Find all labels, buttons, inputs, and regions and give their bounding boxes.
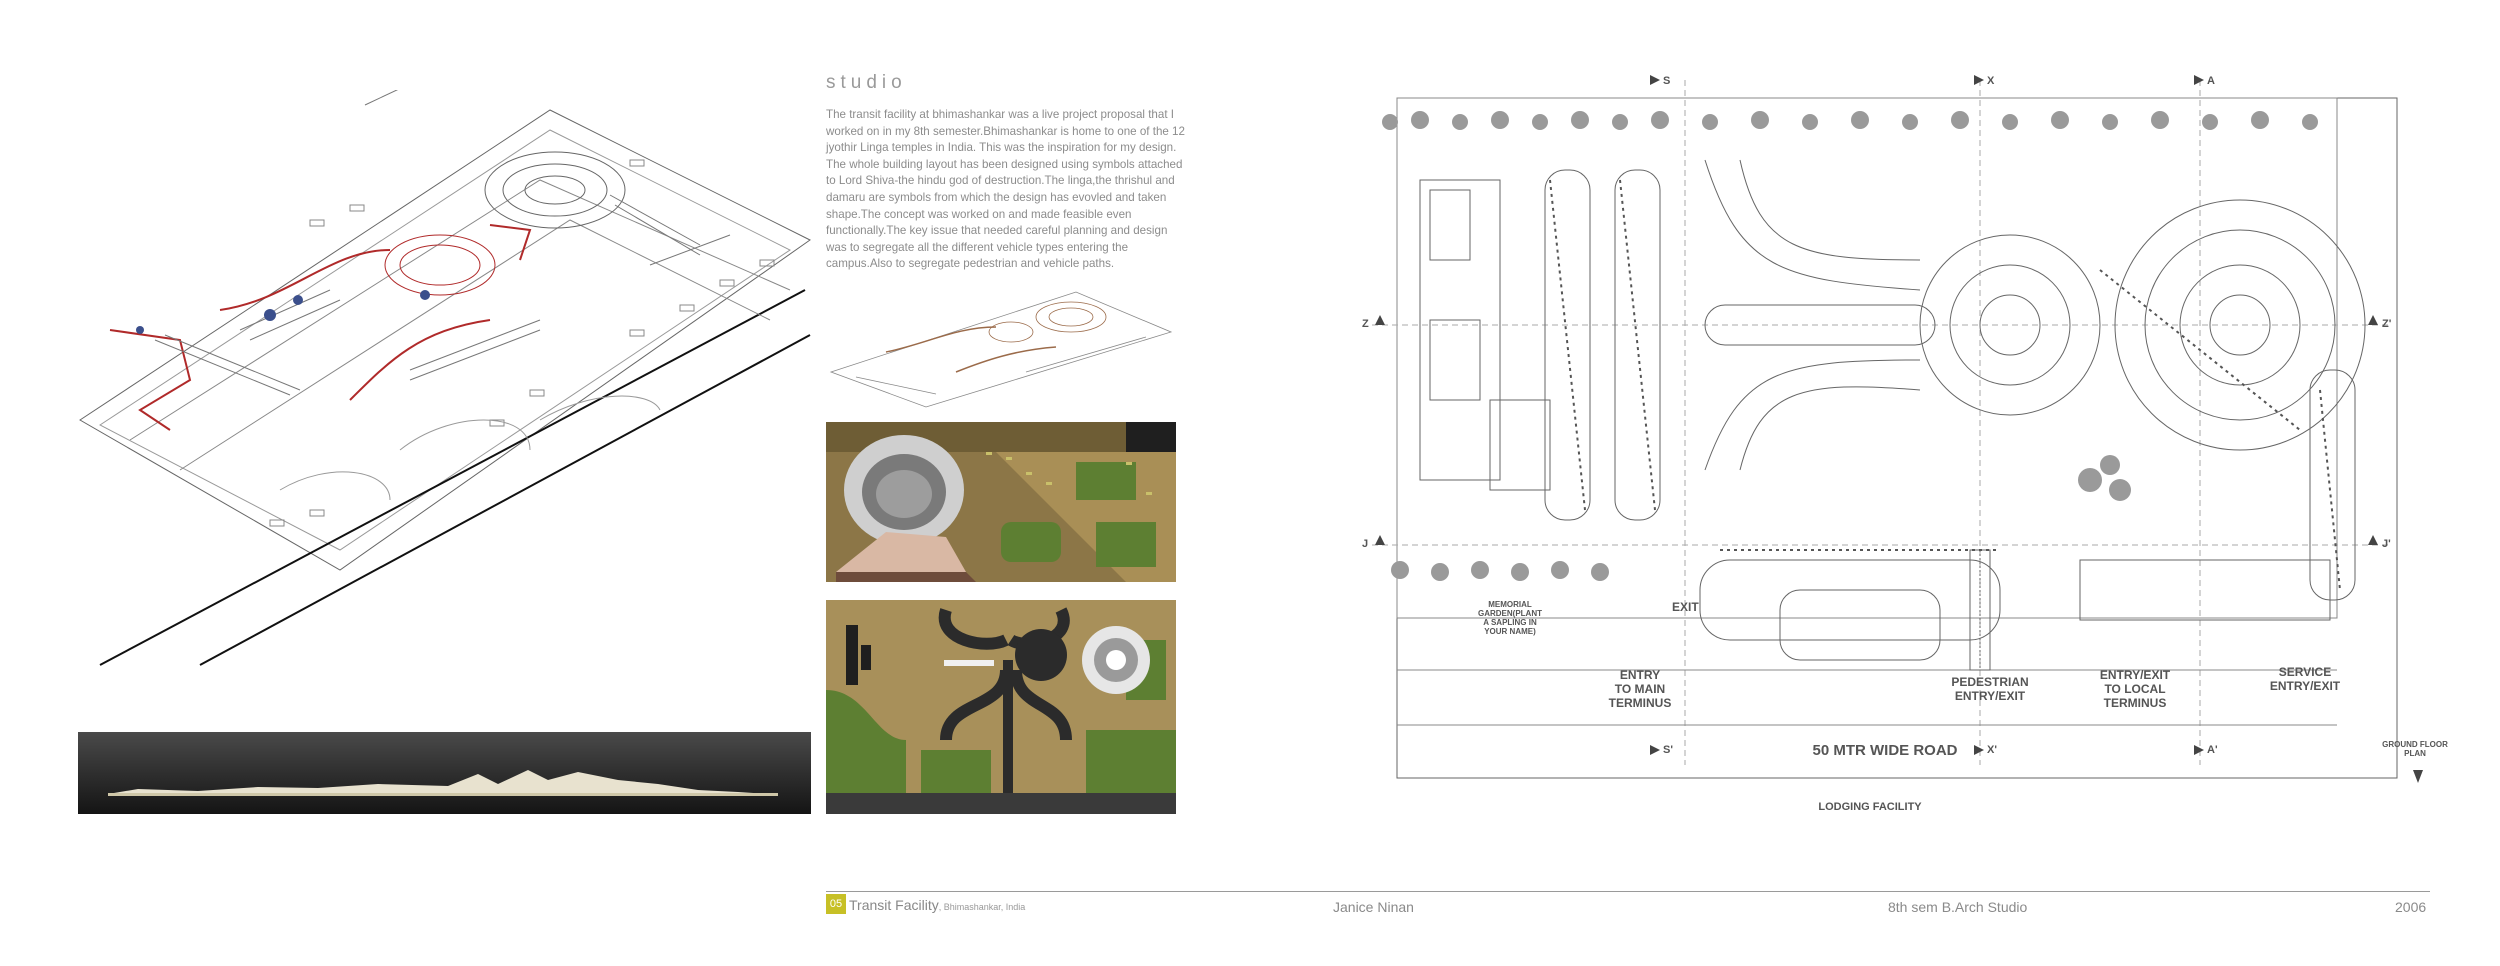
project-name: Transit Facility <box>849 897 939 913</box>
entry-main-terminus-label: ENTRY TO MAIN TERMINUS <box>1608 668 1672 710</box>
section-mark-j: J <box>1362 538 1369 550</box>
pedestrian-entry-label: PEDESTRIAN ENTRY/EXIT <box>1951 675 2029 703</box>
section-mark-s-prime: S' <box>1663 744 1673 756</box>
section-mark-j-prime: J' <box>2382 538 2391 550</box>
service-entry-label: SERVICE ENTRY/EXIT <box>2269 665 2341 693</box>
exit-label: EXIT <box>1672 600 1699 614</box>
section-mark-x-prime: X' <box>1987 744 1997 756</box>
plan-title-block: GROUND FLOOR PLAN <box>2382 740 2448 758</box>
site-elevation <box>78 732 811 814</box>
entry-local-terminus-label: ENTRY/EXIT TO LOCAL TERMINUS <box>2099 668 2171 710</box>
page-number-badge: 05 <box>826 894 846 914</box>
road-label: 50 MTR WIDE ROAD <box>1812 742 1958 759</box>
section-mark-x: X <box>1987 75 1995 87</box>
memorial-garden-label: MEMORIAL GARDEN(PLANT A SAPLING IN YOUR … <box>1478 600 1542 636</box>
footer-rule <box>826 891 2430 892</box>
studio-description: The transit facility at bhimashankar was… <box>826 108 1185 271</box>
axonometric-site-drawing <box>79 90 811 666</box>
section-mark-a: A <box>2207 75 2215 87</box>
project-location: , Bhimashankar, India <box>938 902 1026 912</box>
section-mark-z: Z <box>1362 318 1369 330</box>
concept-sketch-thumbnail <box>829 291 1173 408</box>
lodging-facility-label: LODGING FACILITY <box>1818 801 1922 813</box>
section-mark-a-prime: A' <box>2207 744 2218 756</box>
project-title: Transit Facility, Bhimashankar, India <box>849 897 1025 913</box>
3d-render-plan-view <box>826 600 1176 814</box>
year: 2006 <box>2395 899 2427 915</box>
section-mark-s: S <box>1663 75 1671 87</box>
studio-heading: studio <box>826 72 907 93</box>
course-name: 8th sem B.Arch Studio <box>1888 899 2028 915</box>
section-mark-z-prime: Z' <box>2382 318 2392 330</box>
author-name: Janice Ninan <box>1333 899 1414 915</box>
3d-render-aerial <box>826 422 1176 582</box>
site-plan-drawing <box>1372 75 2423 783</box>
ground-floor-site-plan: S X A S' X' A' Z Z' J J' EXIT ENTRY TO M… <box>1360 70 2448 830</box>
